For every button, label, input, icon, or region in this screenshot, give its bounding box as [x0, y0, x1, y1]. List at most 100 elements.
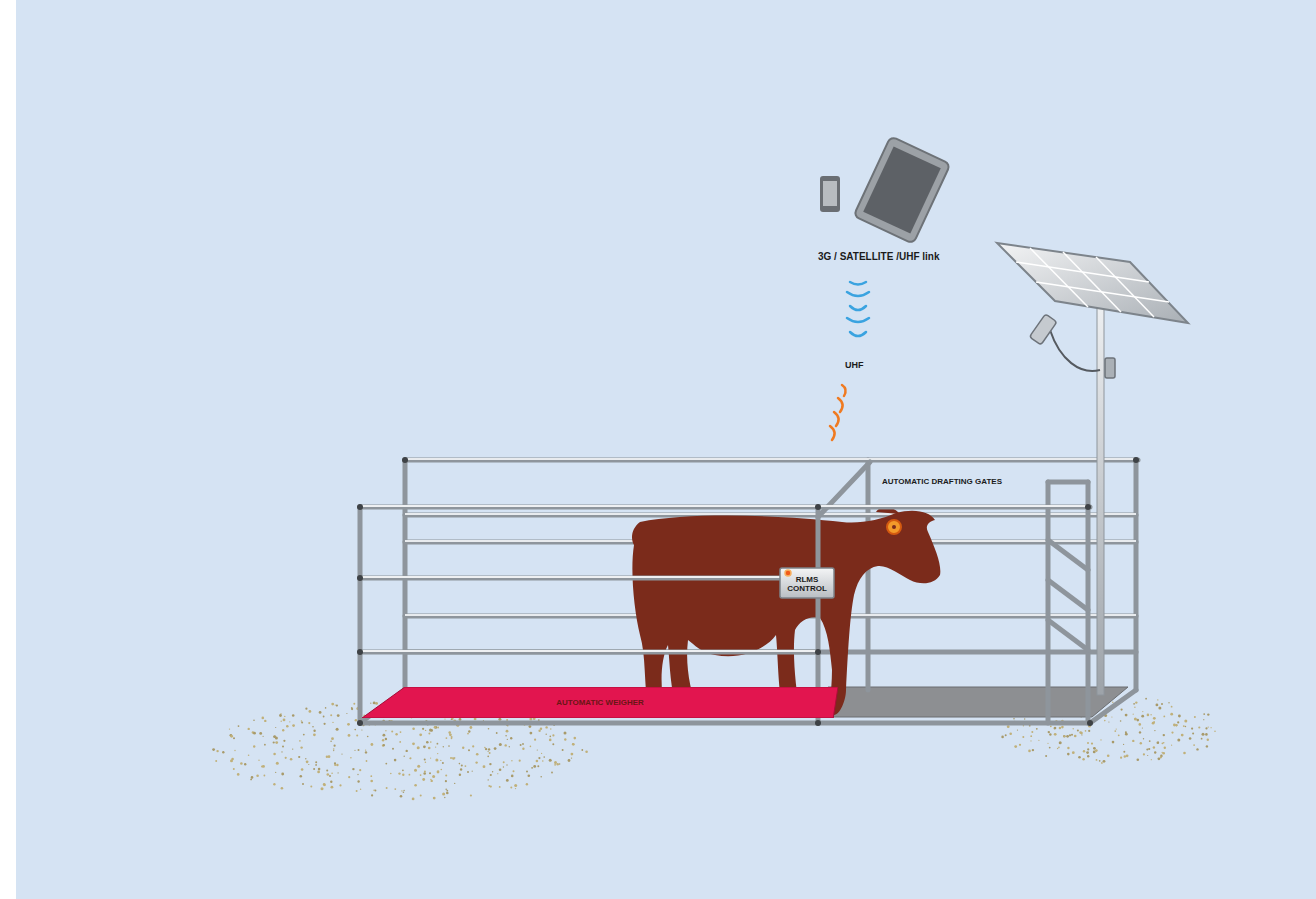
- speckle: [1045, 755, 1047, 757]
- speckle: [1146, 749, 1148, 751]
- speckle: [1085, 730, 1087, 732]
- speckle: [475, 761, 477, 763]
- solar-pole: [1097, 300, 1104, 695]
- ear-tag: [887, 520, 901, 534]
- speckle: [1156, 704, 1159, 707]
- speckle: [351, 707, 353, 709]
- speckle: [283, 740, 285, 742]
- speckle: [300, 775, 303, 778]
- speckle: [251, 776, 254, 779]
- speckle: [564, 732, 567, 735]
- speckle: [1143, 738, 1144, 739]
- speckle: [551, 772, 553, 774]
- speckle: [281, 787, 284, 790]
- speckle: [1145, 698, 1147, 700]
- speckle: [375, 702, 378, 705]
- speckle: [312, 726, 314, 728]
- speckle: [1030, 740, 1031, 741]
- speckle: [1181, 734, 1184, 737]
- speckle: [313, 768, 315, 770]
- speckle: [230, 735, 233, 738]
- speckle: [1118, 734, 1120, 736]
- speckle: [298, 756, 300, 758]
- speckle: [273, 741, 275, 743]
- speckle: [333, 748, 335, 750]
- speckle: [450, 757, 452, 759]
- speckle: [1022, 736, 1024, 738]
- speckle: [332, 722, 333, 723]
- speckle: [1184, 720, 1187, 723]
- speckle: [428, 733, 430, 735]
- speckle: [519, 760, 521, 762]
- gate-floor: [826, 687, 1128, 717]
- speckle: [390, 773, 392, 775]
- speckle: [1161, 703, 1163, 705]
- speckle: [301, 722, 303, 724]
- speckle: [1059, 727, 1061, 729]
- speckle: [497, 773, 498, 774]
- speckle: [541, 753, 542, 754]
- speckle: [1140, 742, 1142, 744]
- speckle: [442, 792, 445, 795]
- speckle: [361, 729, 362, 730]
- speckle: [467, 771, 469, 773]
- node-text: RLMS CONTROL: [779, 567, 835, 594]
- speckle: [273, 753, 276, 756]
- speckle: [233, 737, 235, 739]
- speckle: [1152, 722, 1155, 725]
- speckle: [330, 781, 332, 783]
- speckle: [585, 750, 588, 753]
- speckle: [334, 764, 336, 766]
- speckle: [391, 731, 393, 733]
- background: [16, 0, 1316, 899]
- speckle: [1168, 702, 1169, 703]
- speckle: [1057, 748, 1058, 749]
- speckle: [1001, 736, 1004, 739]
- speckle: [1158, 707, 1161, 710]
- speckle: [511, 760, 512, 761]
- speckle: [222, 751, 224, 753]
- speckle: [552, 743, 554, 745]
- speckle: [279, 714, 282, 717]
- speckle: [1095, 749, 1098, 752]
- speckle: [253, 732, 256, 735]
- speckle: [1139, 723, 1142, 726]
- speckle: [462, 747, 464, 749]
- speckle: [1063, 735, 1065, 737]
- speckle: [1067, 753, 1070, 756]
- speckle: [490, 774, 492, 776]
- tablet: [853, 136, 950, 244]
- speckle: [1078, 756, 1081, 759]
- speckle: [281, 721, 282, 722]
- speckle: [465, 765, 467, 767]
- speckle: [1189, 737, 1192, 740]
- speckle: [1175, 724, 1177, 726]
- speckle: [1147, 714, 1150, 717]
- speckle: [302, 769, 303, 770]
- speckle: [1177, 739, 1180, 742]
- speckle: [1032, 749, 1034, 751]
- speckle: [1183, 752, 1186, 755]
- speckle: [337, 714, 340, 717]
- speckle: [335, 705, 336, 706]
- speckle: [331, 703, 334, 706]
- speckle: [1005, 734, 1007, 736]
- speckle: [1154, 751, 1156, 753]
- speckle: [505, 744, 507, 746]
- speckle: [358, 749, 360, 751]
- speckle: [273, 783, 275, 785]
- speckle: [367, 736, 369, 738]
- speckle: [319, 711, 322, 714]
- speckle: [1134, 718, 1137, 721]
- speckle: [300, 746, 302, 748]
- speckle: [331, 786, 334, 789]
- gates-label: AUTOMATIC DRAFTING GATES: [882, 477, 1002, 486]
- speckle: [237, 773, 240, 776]
- speckle: [1093, 747, 1096, 750]
- speckle: [1054, 727, 1057, 730]
- rail-joints: [357, 457, 1139, 726]
- speckle: [533, 765, 536, 768]
- speckle: [1153, 721, 1154, 722]
- speckle: [550, 736, 552, 738]
- speckle: [356, 790, 358, 792]
